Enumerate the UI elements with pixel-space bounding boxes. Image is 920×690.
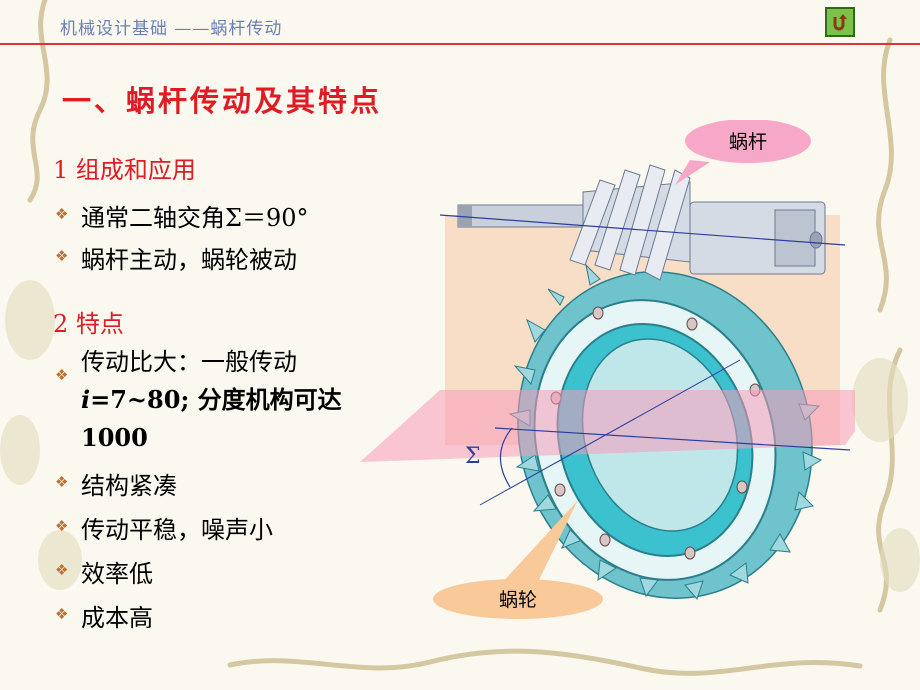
worm-label: 蜗杆 — [729, 131, 767, 153]
wheel-axis-plane — [360, 390, 855, 462]
feature-item-ratio: ❖ 传动比大：一般传动 i=7~80; 分度机构可达 1000 — [55, 348, 342, 452]
composition-item: ❖ 蜗杆主动，蜗轮被动 — [55, 246, 297, 274]
diamond-bullet-icon: ❖ — [55, 561, 69, 579]
worm-gear-illustration: Σ 蜗杆 蜗轮 — [360, 120, 855, 619]
header-divider — [0, 43, 920, 45]
worm-axis-line — [439, 214, 846, 246]
feature-item: ❖ 效率低 — [55, 560, 153, 588]
feature-item: ❖ 成本高 — [55, 604, 153, 632]
worm-shaft — [457, 164, 826, 281]
feature-item: ❖ 传动平稳，噪声小 — [55, 516, 273, 544]
features-heading: 2 特点 — [53, 310, 124, 338]
back-button[interactable] — [825, 7, 855, 37]
diamond-bullet-icon: ❖ — [55, 205, 69, 223]
feature-item: ❖ 结构紧凑 — [55, 472, 177, 500]
diamond-bullet-icon: ❖ — [55, 605, 69, 623]
slanted-axis-line — [479, 359, 741, 506]
section-title: 一、蜗杆传动及其特点 — [62, 84, 383, 118]
wheel-callout: 蜗轮 — [433, 500, 603, 619]
wheel-axis-line — [494, 427, 851, 451]
return-arrow-icon — [833, 14, 847, 31]
header-title: 机械设计基础 ——蜗杆传动 — [60, 19, 283, 39]
wheel-label: 蜗轮 — [499, 589, 537, 611]
worm-callout: 蜗杆 — [675, 120, 811, 185]
composition-heading: 1 组成和应用 — [53, 156, 196, 184]
angle-arc — [499, 427, 513, 488]
diamond-bullet-icon: ❖ — [55, 517, 69, 535]
composition-item: ❖ 通常二轴交角Σ＝90° — [55, 204, 309, 232]
angle-sigma-label: Σ — [465, 444, 481, 469]
diamond-bullet-icon: ❖ — [55, 366, 69, 384]
diamond-bullet-icon: ❖ — [55, 473, 69, 491]
diamond-bullet-icon: ❖ — [55, 247, 69, 265]
